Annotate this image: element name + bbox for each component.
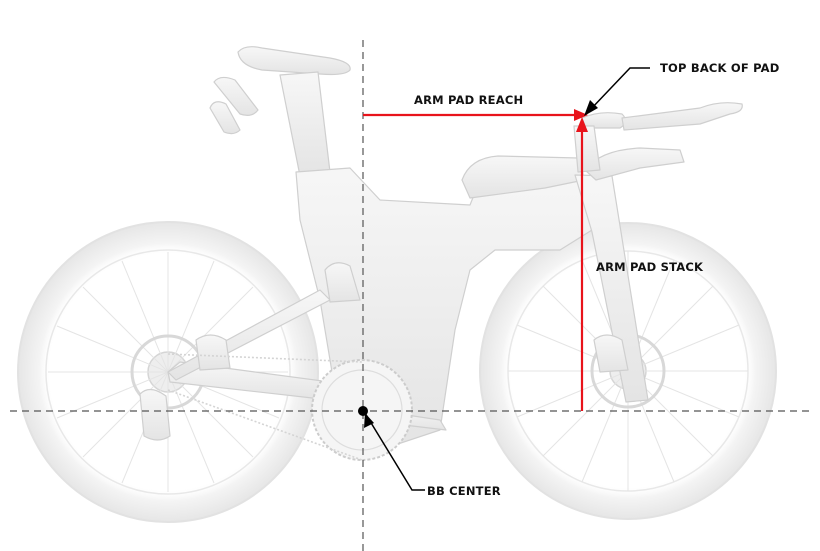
- chain: [167, 353, 363, 461]
- top-back-of-pad-leader-arrow: [584, 100, 598, 116]
- rear-brake-caliper: [195, 334, 231, 371]
- bb-center-label: BB CENTER: [427, 484, 501, 498]
- bb-center-leader: [364, 412, 425, 491]
- bb-center-leader-arrow: [364, 413, 374, 428]
- rear-derailleur: [139, 388, 171, 441]
- front-brake-caliper: [593, 334, 629, 373]
- arm-pad-reach-label: ARM PAD REACH: [414, 93, 523, 107]
- arm-pad-reach-arrowhead: [574, 109, 588, 121]
- top-back-of-pad-leader: [589, 67, 650, 111]
- aerobar-base: [584, 147, 685, 181]
- saddle: [237, 46, 351, 76]
- frame-bottle-cage: [324, 262, 361, 303]
- aerobar-extension: [621, 102, 743, 131]
- top-tube-storage: [461, 155, 585, 199]
- arm-pad: [581, 112, 627, 129]
- rear-bottle-cage: [213, 76, 259, 116]
- arm-pad-stack-label: ARM PAD STACK: [596, 260, 704, 274]
- top-back-of-pad-label: TOP BACK OF PAD: [660, 61, 780, 75]
- pad-riser: [573, 125, 601, 173]
- arm-pad-stack-arrowhead: [576, 117, 588, 132]
- seatpost: [279, 71, 331, 177]
